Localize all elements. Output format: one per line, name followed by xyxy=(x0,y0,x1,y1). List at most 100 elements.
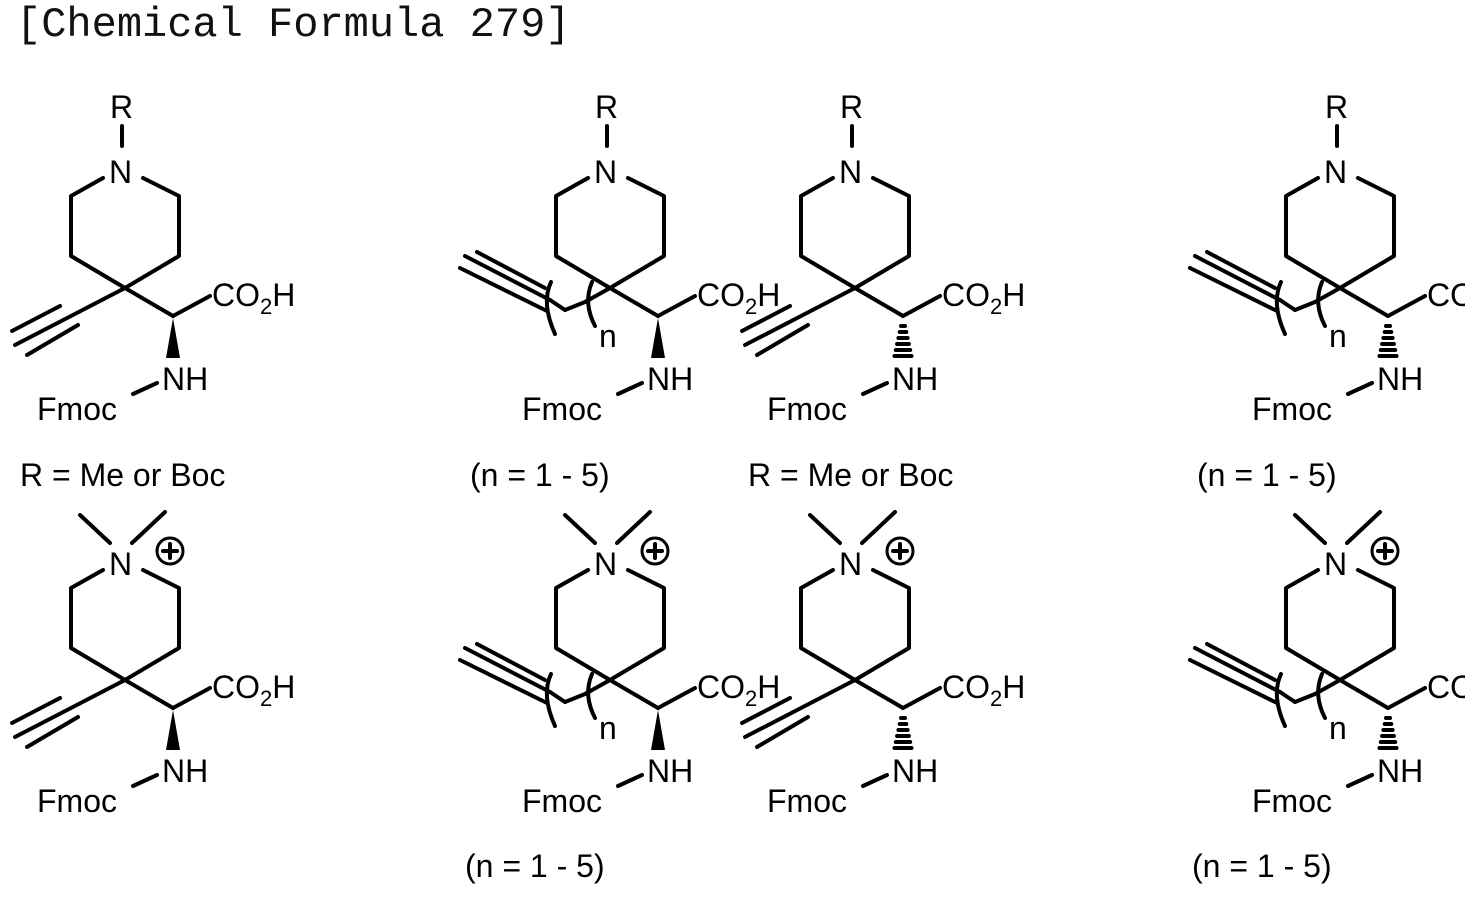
fmoc-nh-bond xyxy=(861,773,889,788)
methyl-bond-right xyxy=(615,510,652,545)
c4-alpha-bond xyxy=(123,678,175,710)
repeat-n-label: n xyxy=(1329,318,1347,354)
alpha-carboxyl-bond xyxy=(1386,686,1427,710)
alkyne-bond-a xyxy=(13,286,127,347)
co-text: CO xyxy=(212,277,260,313)
carboxyl-label: CO2H xyxy=(942,669,1025,711)
r-group-label: R xyxy=(1325,89,1348,125)
alkyne-bond-b xyxy=(740,304,792,333)
bracket-left xyxy=(1274,280,1287,336)
h-text: H xyxy=(1002,277,1025,313)
bracket-right xyxy=(586,672,597,720)
c4-alpha-bond xyxy=(608,678,660,710)
fmoc-nh-bond xyxy=(131,381,159,396)
alkyne-bond-a xyxy=(1193,646,1282,694)
nh-label: NH xyxy=(162,753,208,789)
caption-molecule-1: R = Me or Boc xyxy=(20,457,226,493)
fmoc-nh-bond xyxy=(616,773,644,788)
piperidine-ring xyxy=(554,568,666,682)
fmoc-nh-bond xyxy=(616,381,644,396)
h-text: H xyxy=(757,277,780,313)
fmoc-nh-bond xyxy=(131,773,159,788)
fmoc-nh-bond xyxy=(1346,381,1374,396)
chain-bond-3 xyxy=(1278,298,1297,312)
fmoc-nh-bond xyxy=(1346,773,1374,788)
alkyne-bond-b xyxy=(10,696,62,725)
chain-bond-2 xyxy=(563,692,587,704)
carboxyl-label: CO2H xyxy=(1427,277,1465,319)
h-text: H xyxy=(1002,669,1025,705)
alpha-carboxyl-bond xyxy=(901,294,942,318)
piperidine-ring xyxy=(69,176,181,290)
repeat-n-label: n xyxy=(1329,710,1347,746)
co-text: CO xyxy=(1427,277,1465,313)
r-group-label: R xyxy=(595,89,618,125)
alpha-carboxyl-bond xyxy=(901,686,942,710)
c4-alpha-bond xyxy=(123,286,175,318)
fmoc-label: Fmoc xyxy=(767,783,847,819)
alkyne-bond-b xyxy=(10,304,62,333)
alpha-carboxyl-bond xyxy=(656,294,697,318)
alkyne-bond-c xyxy=(458,266,549,313)
methyl-bond-left xyxy=(808,513,842,545)
chain-bond-3 xyxy=(1278,690,1297,704)
piperidine-ring xyxy=(799,176,911,290)
alkyne-bond-c xyxy=(1188,658,1279,705)
co-text: CO xyxy=(942,669,990,705)
alkyne-bond-b xyxy=(1205,250,1277,290)
chain-bond-2 xyxy=(1293,300,1317,312)
bracket-left xyxy=(1274,672,1287,728)
co-text: CO xyxy=(212,669,260,705)
subscript-2: 2 xyxy=(745,294,757,319)
nh-label: NH xyxy=(1377,753,1423,789)
subscript-2: 2 xyxy=(990,294,1002,319)
methyl-bond-left xyxy=(563,513,597,545)
nh-label: NH xyxy=(892,361,938,397)
subscript-2: 2 xyxy=(990,686,1002,711)
bracket-right xyxy=(1316,672,1327,720)
subscript-2: 2 xyxy=(260,686,272,711)
alkyne-bond-b xyxy=(475,642,547,682)
h-text: H xyxy=(757,669,780,705)
nitrogen-label: N xyxy=(839,546,862,582)
bracket-right xyxy=(586,280,597,328)
fmoc-label: Fmoc xyxy=(522,783,602,819)
chain-bond-3 xyxy=(548,690,567,704)
nitrogen-label: N xyxy=(109,154,132,190)
stereo-wedge-bond xyxy=(651,710,665,750)
alkyne-bond-b xyxy=(1205,642,1277,682)
co-text: CO xyxy=(697,277,745,313)
fmoc-label: Fmoc xyxy=(767,391,847,427)
nh-label: NH xyxy=(162,361,208,397)
fmoc-nh-bond xyxy=(861,381,889,396)
carboxyl-label: CO2H xyxy=(212,669,295,711)
c4-alpha-bond xyxy=(853,678,905,710)
alpha-carboxyl-bond xyxy=(1386,294,1427,318)
caption-molecule-3: R = Me or Boc xyxy=(748,457,954,493)
c4-alpha-bond xyxy=(1338,286,1390,318)
nitrogen-label: N xyxy=(1324,154,1347,190)
repeat-n-label: n xyxy=(599,318,617,354)
stereo-wedge-bond xyxy=(651,318,665,358)
alkyne-bond-c xyxy=(458,658,549,705)
alkyne-bond-a xyxy=(743,286,857,347)
stereo-wedge-bond xyxy=(166,318,180,358)
nitrogen-label: N xyxy=(839,154,862,190)
fmoc-label: Fmoc xyxy=(1252,391,1332,427)
positive-charge-icon xyxy=(155,536,185,566)
methyl-bond-left xyxy=(1293,513,1327,545)
alpha-carboxyl-bond xyxy=(171,686,212,710)
piperidine-ring xyxy=(69,568,181,682)
alkyne-bond-b xyxy=(740,696,792,725)
bracket-left xyxy=(544,672,557,728)
